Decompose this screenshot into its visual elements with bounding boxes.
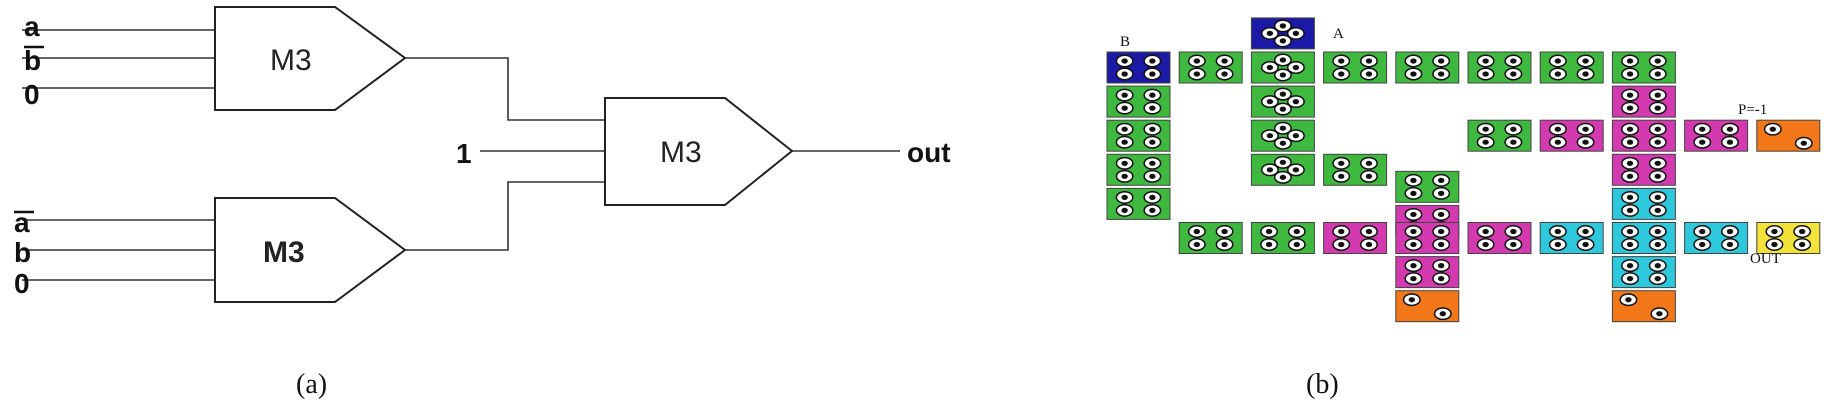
qca-cell-green bbox=[1106, 119, 1171, 152]
qca-cell-green bbox=[1250, 119, 1315, 152]
qca-cell-green bbox=[1611, 51, 1676, 84]
qca-cell-green bbox=[1250, 222, 1315, 254]
qca-cell-green bbox=[1323, 51, 1388, 84]
qca-label-b: B bbox=[1120, 34, 1130, 50]
qca-cell-cyan bbox=[1684, 222, 1749, 254]
output-label: out bbox=[907, 137, 951, 168]
caption-b: (b) bbox=[1306, 369, 1339, 400]
qca-cell-orange bbox=[1611, 290, 1676, 323]
qca-cell-magenta bbox=[1684, 119, 1749, 152]
qca-cell-green bbox=[1395, 51, 1460, 84]
qca-cell-green bbox=[1539, 51, 1604, 84]
input-label-0-top: 0 bbox=[24, 79, 40, 110]
qca-cell-green bbox=[1250, 85, 1315, 118]
qca-cell-green bbox=[1178, 222, 1243, 254]
gate-label-bottom: M3 bbox=[263, 236, 305, 269]
qca-cell-magenta bbox=[1611, 85, 1676, 118]
gate-label-final: M3 bbox=[660, 136, 702, 169]
qca-cell-green bbox=[1323, 153, 1388, 186]
qca-cell-magenta bbox=[1467, 222, 1532, 254]
qca-cell-magenta bbox=[1395, 256, 1460, 289]
panel-b-qca-layout bbox=[1106, 17, 1821, 323]
qca-cell-magenta bbox=[1323, 222, 1388, 254]
qca-cell-green bbox=[1395, 170, 1460, 203]
qca-label-p: P=-1 bbox=[1738, 102, 1767, 118]
input-label-b-top: b bbox=[24, 45, 41, 76]
caption-a: (a) bbox=[296, 369, 327, 400]
qca-cell-green bbox=[1467, 51, 1532, 84]
gate-label-top: M3 bbox=[270, 44, 312, 77]
qca-cell-magenta bbox=[1395, 222, 1460, 254]
qca-cell-cyan bbox=[1611, 187, 1676, 220]
qca-cell-green bbox=[1250, 153, 1315, 186]
qca-cell-green bbox=[1106, 153, 1171, 186]
panel-a-majority-gate-circuit bbox=[22, 29, 900, 281]
qca-cell-magenta bbox=[1611, 153, 1676, 186]
input-label-b-bottom: b bbox=[14, 237, 31, 268]
majority-gate-bottom bbox=[214, 197, 407, 303]
qca-cell-orange bbox=[1756, 119, 1821, 152]
qca-cell-yellow bbox=[1756, 222, 1821, 254]
qca-cell-green bbox=[1467, 119, 1532, 152]
qca-label-out: OUT bbox=[1750, 251, 1781, 267]
input-label-a-top: a bbox=[24, 11, 40, 42]
input-label-0-bottom: 0 bbox=[14, 268, 30, 299]
qca-cell-cyan bbox=[1611, 222, 1676, 254]
qca-cell-magenta bbox=[1611, 119, 1676, 152]
input-label-a-bottom: a bbox=[14, 207, 30, 238]
qca-cell-green bbox=[1106, 187, 1171, 220]
qca-cell-cyan bbox=[1539, 222, 1604, 254]
majority-gate-top bbox=[214, 6, 407, 111]
input-label-1: 1 bbox=[456, 138, 472, 169]
qca-cell-magenta bbox=[1539, 119, 1604, 152]
qca-cell-blue bbox=[1250, 17, 1315, 50]
majority-gate-final bbox=[604, 97, 794, 206]
qca-cell-green bbox=[1178, 51, 1243, 84]
qca-cell-green bbox=[1250, 51, 1315, 84]
qca-label-a: A bbox=[1333, 26, 1344, 42]
qca-cell-cyan bbox=[1611, 256, 1676, 289]
qca-cell-green bbox=[1106, 85, 1171, 118]
qca-cell-blue bbox=[1106, 51, 1171, 84]
qca-cell-orange bbox=[1395, 290, 1460, 323]
